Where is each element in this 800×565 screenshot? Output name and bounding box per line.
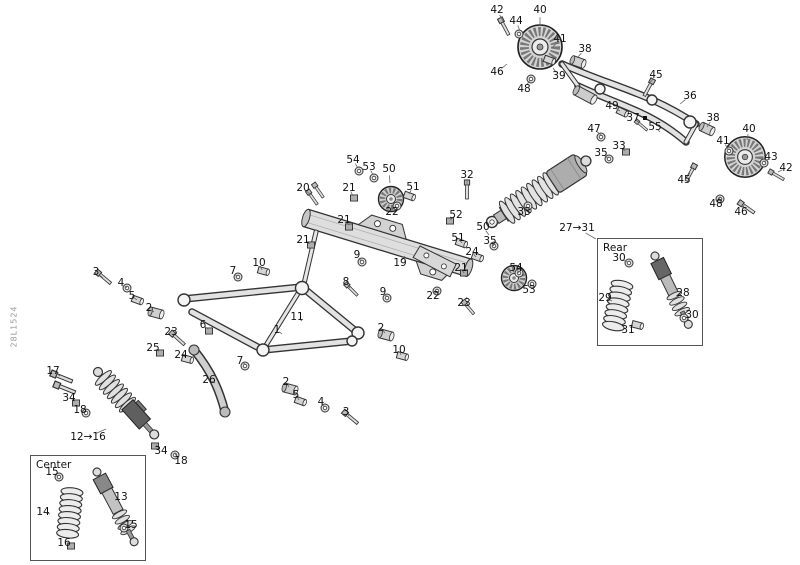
- idler-wheel-small-right: [502, 266, 527, 291]
- leader-lines: [46, 14, 783, 545]
- idler-wheel-right: [725, 137, 765, 177]
- watermark-code: 28L1524: [9, 305, 19, 348]
- hardware-fasteners: [49, 16, 786, 550]
- curved-link-arm: [188, 344, 231, 418]
- center-detail-box: Center: [30, 455, 146, 561]
- upper-arm-assembly: [558, 60, 700, 146]
- center-shock-kit: [55, 467, 139, 547]
- front-arm-assembly: [177, 229, 365, 357]
- rear-shock-kit: [601, 251, 693, 334]
- bracket-plate: [412, 245, 457, 278]
- rear-detail-box: Rear: [597, 238, 703, 346]
- rear-box-label: Rear: [603, 242, 628, 254]
- front-shock: [92, 366, 160, 440]
- pivot-tube: [572, 85, 598, 105]
- main-shock: [485, 154, 592, 229]
- center-box-label: Center: [36, 459, 72, 471]
